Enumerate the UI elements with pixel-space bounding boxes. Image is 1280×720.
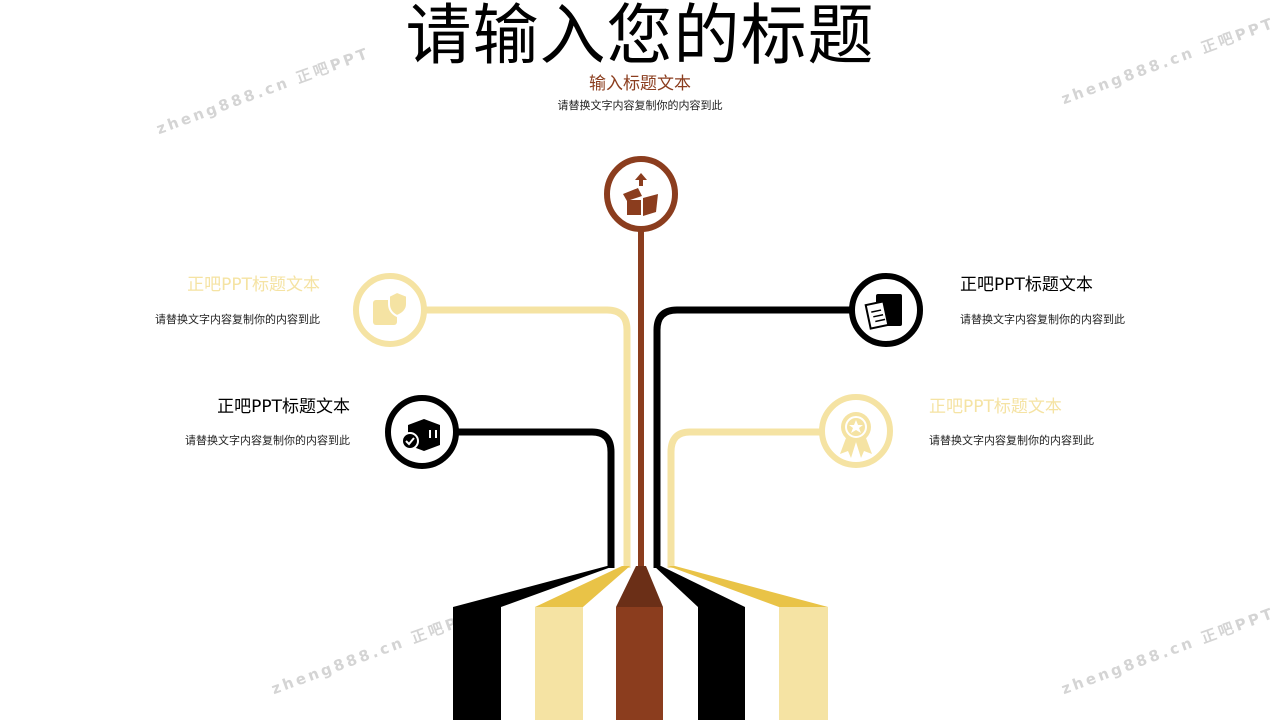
branch-line-black-right bbox=[653, 306, 850, 568]
bar-top-cream-left bbox=[535, 566, 630, 607]
bar-black-left bbox=[453, 607, 501, 720]
bar-cream-left bbox=[535, 607, 583, 720]
bar-top-brown bbox=[616, 566, 663, 607]
bar-top-cream-right bbox=[668, 566, 828, 607]
item-description-left-top: 请替换文字内容复制你的内容到此 bbox=[155, 313, 320, 326]
bar-brown bbox=[616, 607, 663, 720]
branch-line-cream-right bbox=[667, 428, 822, 568]
center-subtitle: 输入标题文本 bbox=[589, 74, 691, 94]
item-title-right-bottom: 正吧PPT标题文本 bbox=[929, 397, 1062, 417]
open-box-upload-icon bbox=[623, 173, 658, 216]
box-clipboard-icon bbox=[864, 294, 902, 330]
item-title-left-bottom: 正吧PPT标题文本 bbox=[217, 397, 350, 417]
box-shield-icon bbox=[373, 290, 408, 325]
branch-line-black-left bbox=[458, 428, 615, 568]
item-description-left-bottom: 请替换文字内容复制你的内容到此 bbox=[185, 434, 350, 447]
bar-top-black-right bbox=[654, 566, 745, 607]
award-badge-icon bbox=[840, 412, 872, 458]
center-description: 请替换文字内容复制你的内容到此 bbox=[557, 99, 723, 112]
page-title: 请输入您的标题 bbox=[405, 0, 875, 74]
box-check-icon bbox=[401, 419, 440, 451]
bar-cream-right bbox=[779, 607, 828, 720]
item-title-left-top: 正吧PPT标题文本 bbox=[187, 275, 320, 295]
bar-black-right bbox=[698, 607, 745, 720]
bar-top-black-left bbox=[453, 566, 614, 607]
item-description-right-top: 请替换文字内容复制你的内容到此 bbox=[960, 313, 1125, 326]
item-title-right-top: 正吧PPT标题文本 bbox=[960, 275, 1093, 295]
branch-line-cream-left bbox=[420, 306, 631, 568]
item-description-right-bottom: 请替换文字内容复制你的内容到此 bbox=[929, 434, 1094, 447]
